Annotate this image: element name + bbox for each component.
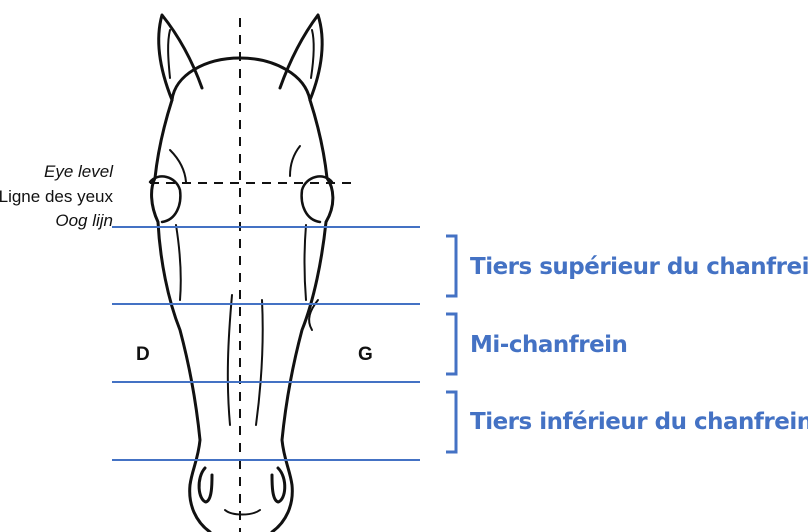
left-cheek-line bbox=[176, 225, 181, 300]
nasal-line-right bbox=[256, 300, 263, 425]
zone-label-upper-third: Tiers supérieur du chanfrein bbox=[470, 256, 808, 279]
ligne-des-yeux-label: Ligne des yeux bbox=[0, 188, 113, 205]
left-ear-inner bbox=[168, 30, 170, 78]
left-eye-brow bbox=[170, 150, 186, 182]
right-ear-inner bbox=[311, 30, 314, 78]
right-cheek-line bbox=[305, 225, 307, 300]
bracket-mid bbox=[446, 314, 456, 374]
zone-label-lower-third: Tiers inférieur du chanfrein bbox=[470, 411, 808, 434]
right-nostril bbox=[272, 468, 285, 502]
head-outline-right bbox=[272, 100, 333, 532]
right-ear bbox=[280, 15, 322, 100]
eye-level-label: Eye level bbox=[44, 163, 113, 180]
bracket-lower-third bbox=[446, 392, 456, 452]
side-left-marker: G bbox=[358, 345, 373, 364]
right-eye-brow bbox=[290, 146, 300, 176]
nasal-line-left bbox=[228, 295, 232, 425]
zone-label-mid: Mi-chanfrein bbox=[470, 334, 627, 357]
left-nostril bbox=[199, 468, 212, 502]
bracket-upper-third bbox=[446, 236, 456, 296]
side-right-marker: D bbox=[136, 345, 150, 364]
left-ear bbox=[159, 15, 202, 100]
muzzle-lower bbox=[225, 510, 260, 515]
oog-lijn-label: Oog lijn bbox=[55, 212, 113, 229]
